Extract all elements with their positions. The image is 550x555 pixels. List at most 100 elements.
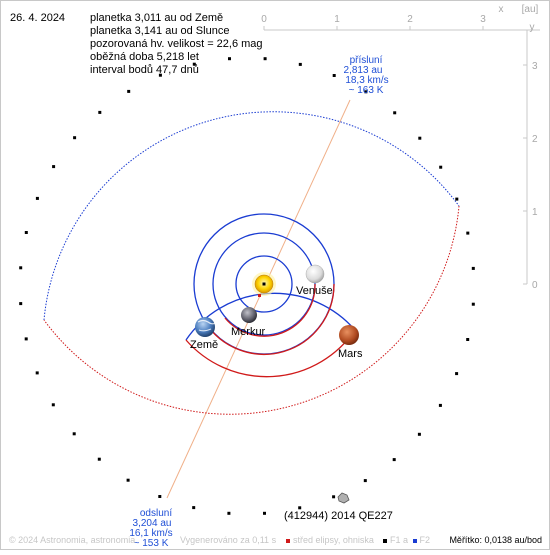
orbit-point: [35, 371, 39, 375]
aphelion-info: odsluní 3,204 au 16,1 km/s ~ 153 K: [129, 508, 172, 549]
mars-icon: [339, 325, 359, 345]
orbit-point: [438, 403, 442, 407]
asteroid-icon: [337, 492, 350, 504]
mars-label: Mars: [338, 348, 363, 360]
x-tick-label-3: 3: [480, 14, 486, 25]
orbit-point: [127, 89, 131, 93]
orbit-point: [227, 511, 231, 515]
perihelion-temp: ~ 163 K: [349, 85, 384, 96]
info-sun-distance: planetka 3,141 au od Slunce: [90, 25, 230, 37]
orbit-point: [364, 90, 368, 94]
orbit-point: [72, 432, 76, 436]
legend-f2-marker: [412, 538, 417, 543]
orbit-point: [298, 62, 302, 66]
unit-label: [au]: [522, 4, 539, 15]
orbit-point: [263, 57, 267, 61]
info-earth-distance: planetka 3,011 au od Země: [90, 12, 224, 24]
info-panel: planetka 3,011 au od Země planetka 3,141…: [90, 12, 263, 77]
perihelion-speed: 18,3 km/s: [345, 75, 388, 86]
orbit-point: [466, 338, 470, 341]
orbit-point: [52, 165, 56, 169]
orbit-point: [97, 457, 101, 461]
info-magnitude: pozorovaná hv. velikost = 22,6 mag: [90, 38, 263, 50]
orbit-point: [24, 231, 28, 234]
orbit-points: [19, 57, 475, 515]
y-tick-label-0: 0: [532, 280, 538, 291]
y-tick-label-3: 3: [532, 61, 538, 72]
apse-line: [166, 99, 351, 499]
info-point-interval: interval bodů 47,7 dnů: [90, 64, 199, 76]
orbit-point: [73, 136, 77, 140]
copyright: © 2024 Astronomia, astronomia: [9, 535, 136, 545]
orbit-point: [263, 511, 266, 515]
orbit-point: [19, 266, 23, 270]
mercury-icon: [241, 307, 257, 323]
orbit-point: [332, 495, 336, 499]
perihelion-distance: 2,813 au: [344, 65, 383, 76]
venus-icon: [305, 264, 325, 284]
orbit-point: [24, 337, 28, 341]
y-tick-label-1: 1: [532, 207, 538, 218]
orbit-point: [417, 432, 421, 436]
orbit-point: [455, 197, 459, 201]
orbit-point: [192, 62, 196, 66]
orbit-point: [439, 165, 443, 169]
legend-center-text: střed elipsy, ohniska: [293, 535, 374, 545]
orbit-point: [471, 302, 475, 306]
y-tick-label-2: 2: [532, 134, 538, 145]
orbit-point: [192, 506, 196, 510]
orbit-point: [158, 495, 162, 498]
asteroid-name: (412944) 2014 QE227: [284, 510, 393, 522]
orbit-point: [98, 110, 102, 114]
ellipse-center-marker: [258, 294, 261, 297]
date-label: 26. 4. 2024: [10, 12, 66, 24]
earth-icon: [195, 317, 215, 337]
legend-f2-text: F2: [419, 535, 431, 545]
legend-center-marker: [286, 538, 290, 543]
asteroid-orbit-below: [43, 205, 460, 415]
x-tick-label-2: 2: [407, 14, 413, 25]
earth-label: Země: [190, 339, 218, 351]
y-axis-label: y: [530, 22, 535, 33]
perihelion-info: přísluní 2,813 au 18,3 km/s ~ 163 K: [344, 55, 389, 96]
legend-f1-text: F1 a: [390, 535, 409, 545]
x-axis-label: x: [499, 4, 504, 15]
aphelion-distance: 3,204 au: [133, 518, 172, 529]
perihelion-title: přísluní: [350, 55, 383, 66]
mercury-label: Merkur: [231, 326, 266, 338]
x-tick-label-1: 1: [334, 14, 340, 25]
earth-orbit-below: [204, 283, 335, 355]
sun-center-marker: [262, 282, 266, 286]
coordinate-axes: 0 1 2 3 x [au] y 3 2 1 0: [261, 4, 540, 291]
x-tick-label-0: 0: [261, 14, 267, 25]
orbit-point: [466, 231, 470, 235]
aphelion-title: odsluní: [140, 508, 172, 519]
orbit-point: [228, 57, 231, 61]
orbit-point: [19, 302, 23, 306]
asteroid-orbit-above: [43, 111, 460, 321]
orbit-point: [393, 111, 397, 115]
aphelion-speed: 16,1 km/s: [129, 528, 172, 539]
legend-focus: F1 a F2: [383, 535, 430, 545]
mars-orbit-below: [185, 329, 356, 378]
orbit-point: [363, 479, 367, 483]
orbit-point: [158, 73, 162, 77]
orbit-point: [332, 74, 336, 77]
orbit-point: [35, 196, 39, 200]
asteroid-marker: [337, 492, 350, 504]
asteroid-orbit: [43, 111, 460, 415]
venus-orbit-below: [224, 283, 316, 337]
orbit-point: [471, 266, 475, 270]
orbit-point: [298, 506, 302, 510]
legend-f1-marker: [383, 538, 387, 543]
generated-time: Vygenerováno za 0,11 s: [180, 535, 277, 545]
aphelion-temp: ~ 153 K: [134, 538, 169, 549]
orbit-point: [455, 372, 459, 376]
legend-center: střed elipsy, ohniska: [286, 535, 374, 545]
venus-label: Venuše: [296, 285, 333, 297]
info-period: oběžná doba 5,218 let: [90, 51, 199, 63]
orbit-point: [392, 458, 396, 462]
scale-label: Měřítko: 0,0138 au/bod: [449, 535, 542, 545]
